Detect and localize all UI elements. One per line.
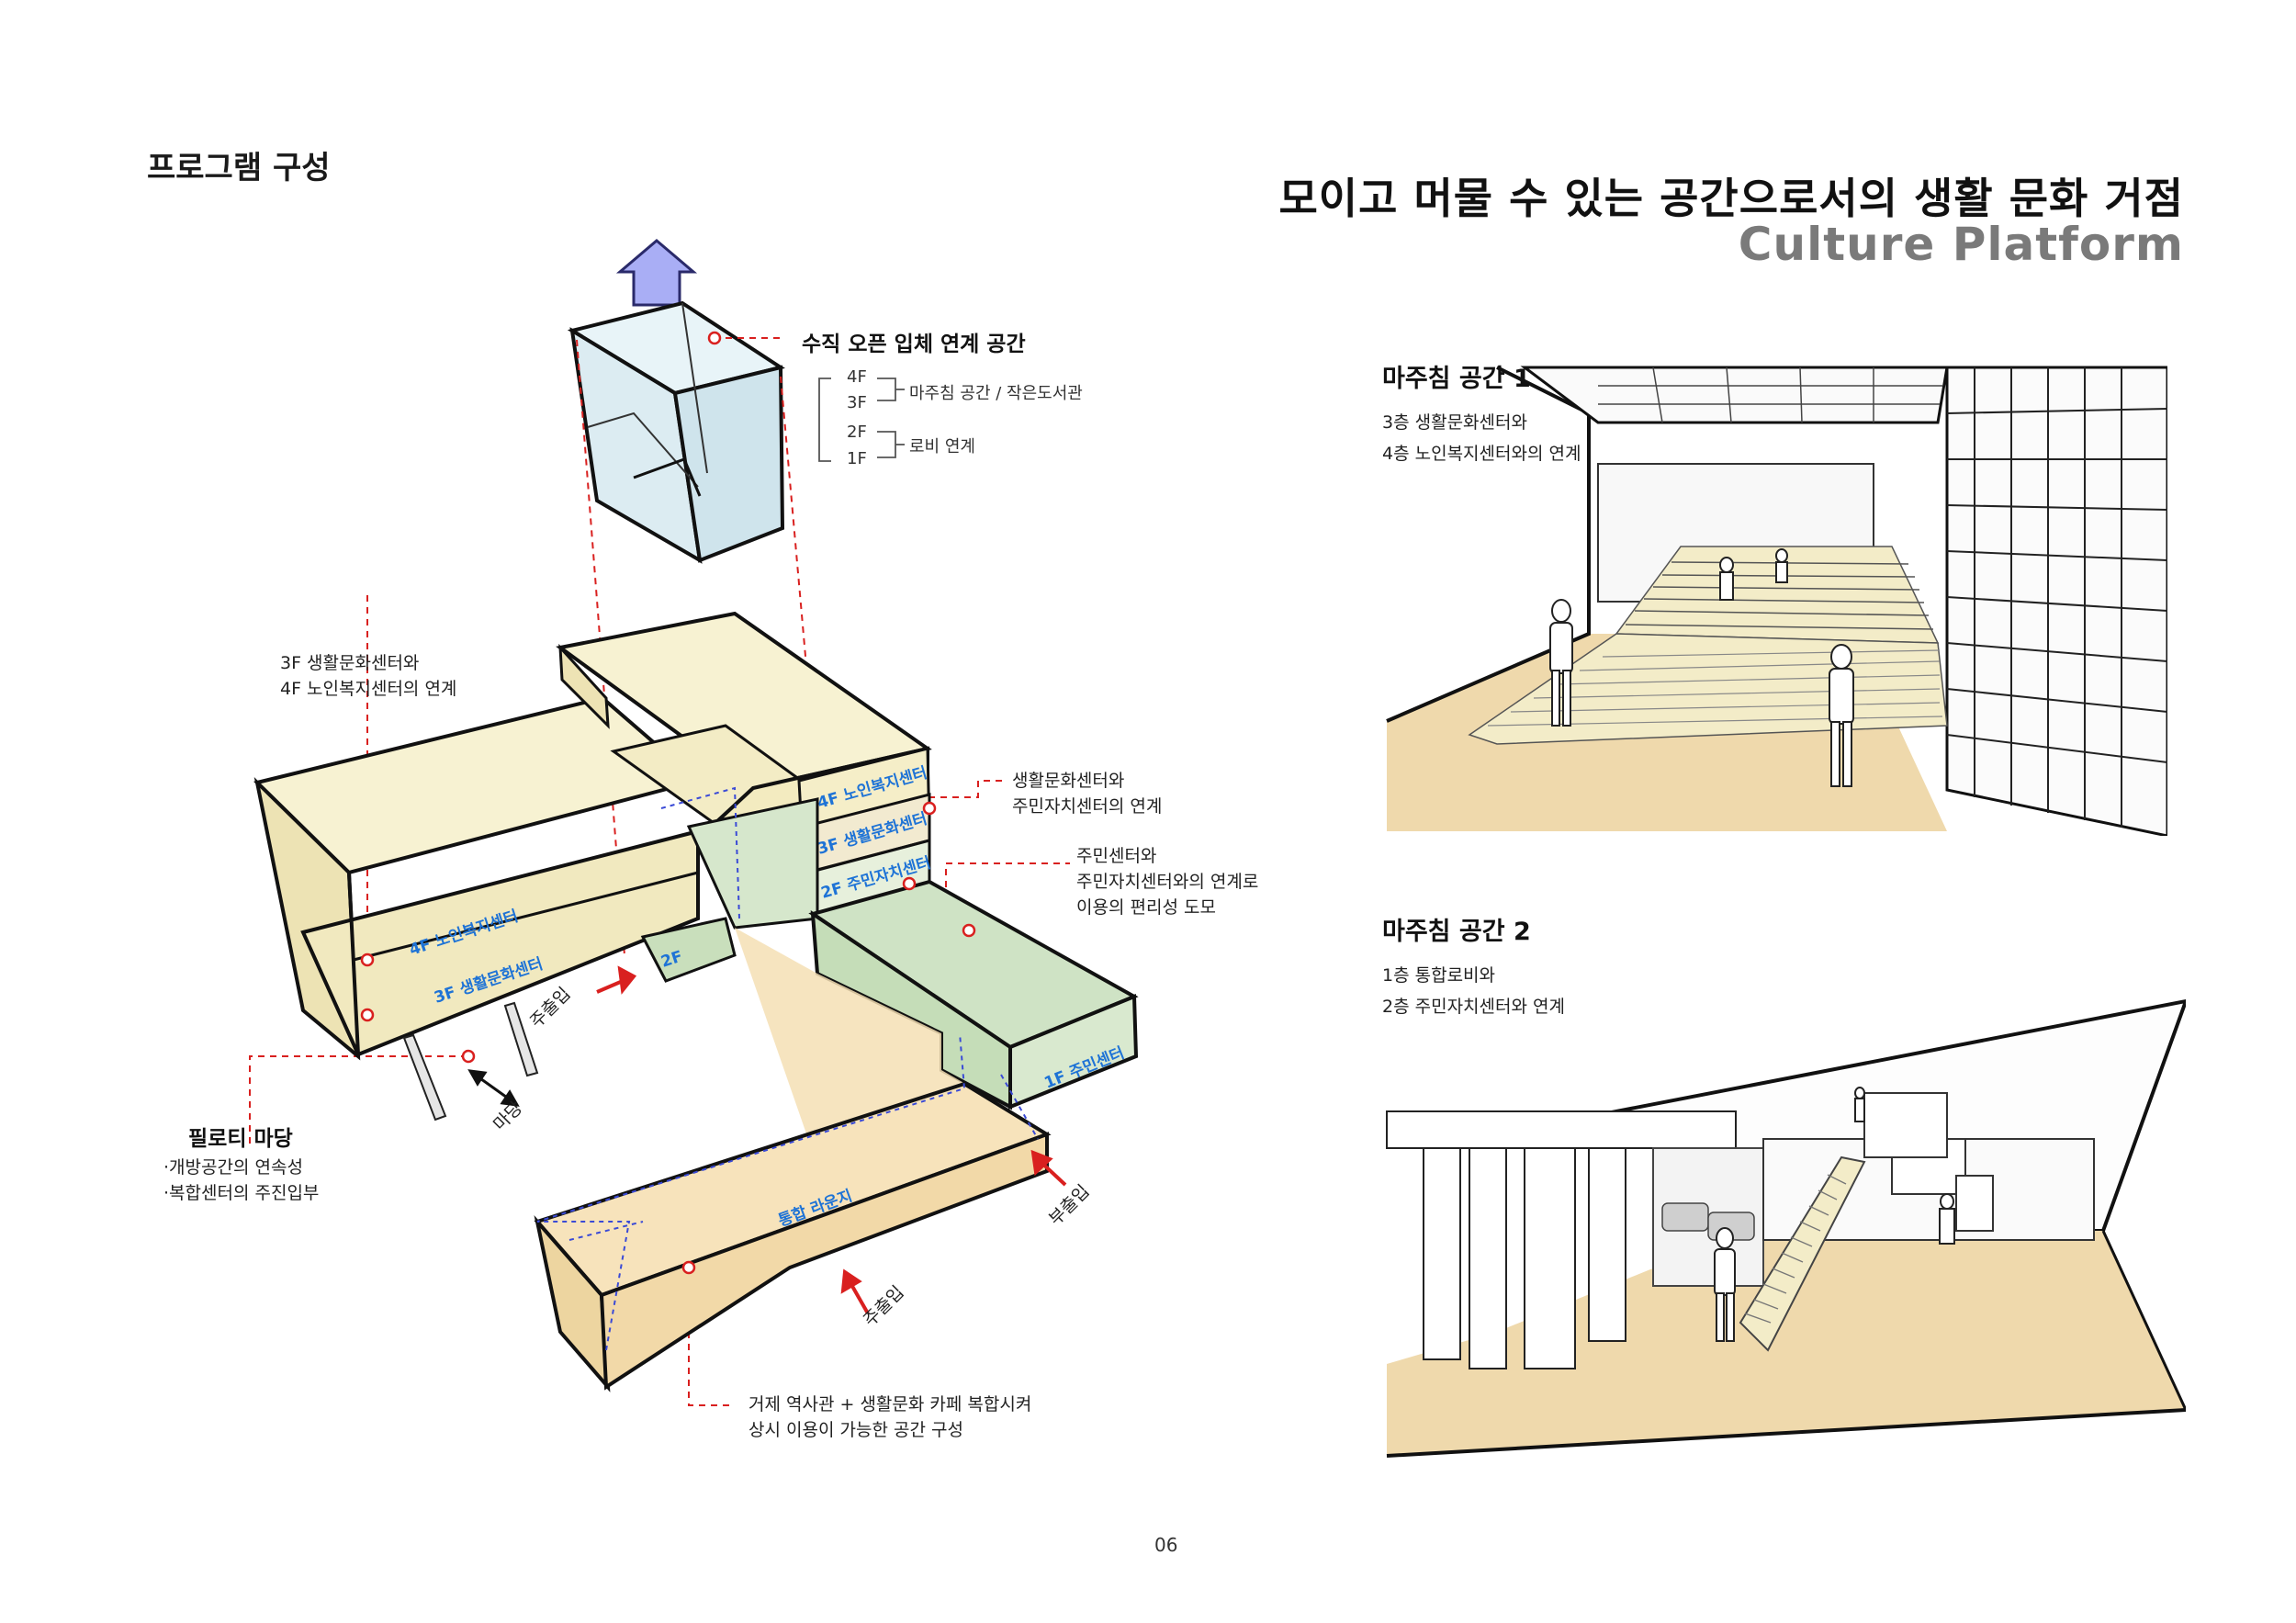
- panel2-title: 마주침 공간 2: [1382, 918, 1531, 946]
- sub-title: Culture Platform: [1738, 218, 2184, 271]
- link-lower-label: 로비 연계: [909, 437, 975, 456]
- link-upper-label: 마주침 공간 / 작은도서관: [909, 384, 1083, 403]
- floor-1f: 1F: [847, 449, 867, 468]
- left-wing-block: 4F 노인복지센터 3F 생활문화센터: [253, 695, 703, 1061]
- entry-main-2: 주출입: [860, 1282, 908, 1331]
- ground-lounge-block: 통합 라운지: [534, 928, 1052, 1392]
- floor-3f: 3F: [847, 393, 867, 412]
- callout-center: 생활문화센터와 주민자치센터의 연계: [1012, 771, 1163, 817]
- panel1-desc: 3층 생활문화센터와 4층 노인복지센터와의 연계: [1382, 412, 1581, 464]
- panel1-title: 마주침 공간 1: [1382, 365, 1531, 393]
- entry-main-1: 주출입: [526, 984, 575, 1032]
- callout-resident: 주민센터와 주민자치센터와의 연계로 이용의 편리성 도모: [1076, 846, 1259, 918]
- bottom-callout: 거제 역사관 + 생활문화 카페 복합시켜 상시 이용이 가능한 공간 구성: [748, 1394, 1032, 1440]
- piloti-columns: [402, 1001, 539, 1121]
- section-title: 프로그램 구성: [147, 150, 331, 186]
- main-title: 모이고 머물 수 있는 공간으로서의 생활 문화 거점: [1278, 174, 2184, 223]
- vertical-void-volume: [567, 300, 785, 564]
- entry-sub: 부출입: [1045, 1181, 1094, 1230]
- void-callout-title: 수직 오픈 입체 연계 공간: [802, 332, 1026, 356]
- center-tower-block: 4F 노인복지센터 3F 생활문화센터 2F 주민자치센터: [713, 746, 933, 917]
- page-number: 06: [1154, 1534, 1178, 1556]
- panel1-illustration: [1386, 366, 2167, 836]
- callout-3f4f: 3F 생활문화센터와 4F 노인복지센터의 연계: [280, 653, 457, 699]
- panel2-desc: 1층 통합로비와 2층 주민자치센터와 연계: [1382, 965, 1565, 1017]
- floor-2f: 2F: [847, 423, 867, 442]
- piloti-title: 필로티 마당: [188, 1127, 293, 1151]
- panel2-illustration: [1386, 998, 2186, 1458]
- entry-madang: 마당: [490, 1098, 526, 1134]
- program-diagram: 4F 노인복지센터 3F 생활문화센터 4F 노인복지센터 3F 생활문화센터 …: [249, 239, 1139, 1406]
- floor-4f: 4F: [847, 367, 867, 387]
- up-arrow-icon: [615, 239, 698, 307]
- piloti-items: ·개방공간의 연속성 ·복합센터의 주진입부: [163, 1157, 320, 1203]
